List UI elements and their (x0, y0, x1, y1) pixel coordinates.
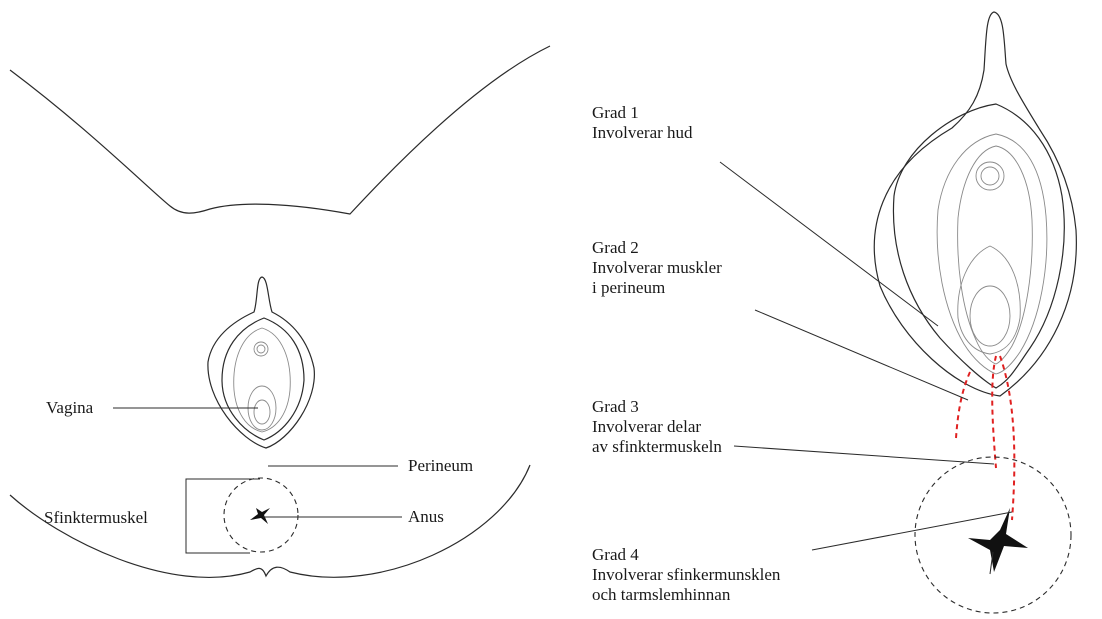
grade2-label: Grad 2 Involverar muskler i perineum (592, 238, 722, 298)
grade2-line2: i perineum (592, 278, 722, 298)
grade3-line1: Involverar delar (592, 417, 722, 437)
grade3-title: Grad 3 (592, 397, 722, 417)
grade4-title: Grad 4 (592, 545, 780, 565)
vagina-label: Vagina (46, 398, 93, 418)
grade2-leader (755, 310, 968, 400)
right-vulva-inner (958, 146, 1033, 364)
sphincter-label: Sfinktermuskel (44, 508, 148, 528)
sphincter-bracket (186, 479, 260, 553)
right-urethra-inner (981, 167, 999, 185)
upper-body-outline (10, 46, 550, 214)
left-vulva (208, 277, 314, 448)
right-urethra (976, 162, 1004, 190)
tear-line-right (1000, 356, 1014, 520)
left-anatomy-figure (10, 46, 550, 577)
right-anus-star (968, 508, 1028, 572)
grade3-leader (734, 446, 994, 464)
grade4-line1: Involverar sfinkermunsklen (592, 565, 780, 585)
right-anatomy-figure (720, 12, 1076, 613)
grade1-line1: Involverar hud (592, 123, 693, 143)
right-vulva-labia-minora (937, 134, 1047, 374)
anus-label: Anus (408, 507, 444, 527)
grade3-line2: av sfinktermuskeln (592, 437, 722, 457)
left-vulva-inner (234, 328, 291, 432)
right-vaginal-opening (958, 246, 1020, 354)
left-urethra-inner (257, 345, 265, 353)
grade4-label: Grad 4 Involverar sfinkermunsklen och ta… (592, 545, 780, 605)
grade4-line2: och tarmslemhinnan (592, 585, 780, 605)
grade1-leader (720, 162, 938, 326)
grade1-label: Grad 1 Involverar hud (592, 103, 693, 143)
left-anus-star (250, 508, 270, 524)
right-sphincter-ring (915, 457, 1071, 613)
perineum-label: Perineum (408, 456, 473, 476)
left-vulva-labia (222, 318, 304, 440)
grade2-title: Grad 2 (592, 238, 722, 258)
grade1-title: Grad 1 (592, 103, 693, 123)
grade2-line1: Involverar muskler (592, 258, 722, 278)
grade3-label: Grad 3 Involverar delar av sfinktermuske… (592, 397, 722, 457)
right-vaginal-inner (970, 286, 1010, 346)
left-urethra (254, 342, 268, 356)
left-vaginal-inner (254, 400, 270, 424)
